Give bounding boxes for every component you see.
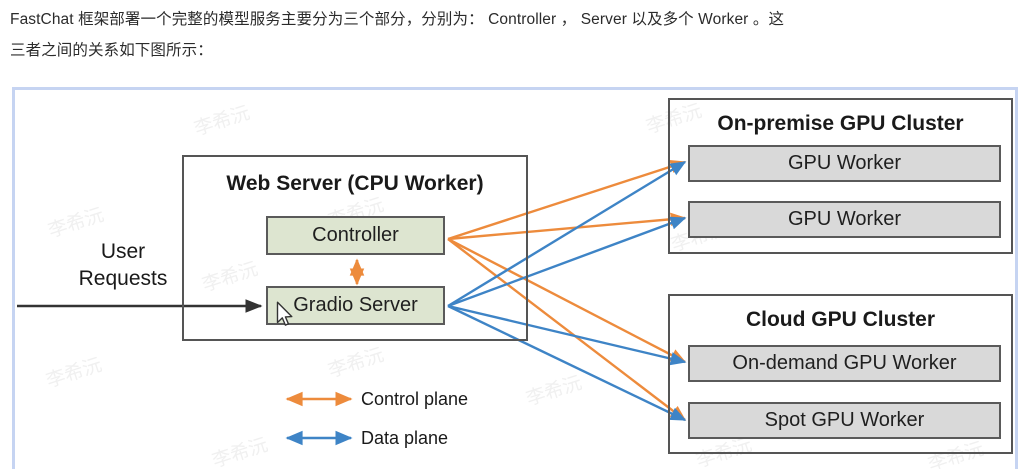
cloud-cluster-title: Cloud GPU Cluster bbox=[745, 308, 935, 331]
legend-item-data-plane: Data plane bbox=[361, 428, 448, 449]
on-premise-gpu-worker-1-label: GPU Worker bbox=[788, 152, 901, 174]
data-link-onprem-worker-1 bbox=[447, 160, 687, 308]
web-server-container[interactable]: Web Server (CPU Worker) bbox=[182, 155, 528, 341]
control-link-onprem-worker-1 bbox=[447, 160, 687, 241]
control-link-onprem-worker-2 bbox=[447, 212, 687, 241]
article-paragraph: FastChat 框架部署一个完整的模型服务主要分为三个部分，分别为： Cont… bbox=[10, 4, 1022, 66]
on-premise-gpu-worker-1[interactable]: GPU Worker bbox=[688, 145, 1001, 182]
article-line-2: 三者之间的关系如下图所示： bbox=[10, 42, 213, 59]
gradio-server-label: Gradio Server bbox=[293, 294, 418, 316]
on-premise-gpu-worker-2-label: GPU Worker bbox=[788, 208, 901, 230]
cloud-spot-gpu-worker[interactable]: Spot GPU Worker bbox=[688, 402, 1001, 439]
data-link-cloud-worker-1 bbox=[447, 304, 687, 366]
on-premise-cluster-title: On-premise GPU Cluster bbox=[717, 112, 964, 135]
on-premise-gpu-worker-2[interactable]: GPU Worker bbox=[688, 201, 1001, 238]
controller-box[interactable]: Controller bbox=[266, 216, 445, 255]
data-link-onprem-worker-2 bbox=[447, 216, 687, 308]
article-line-1: FastChat 框架部署一个完整的模型服务主要分为三个部分，分别为： Cont… bbox=[10, 11, 785, 28]
connector-layer bbox=[17, 160, 687, 446]
cloud-spot-gpu-worker-label: Spot GPU Worker bbox=[764, 409, 925, 431]
control-link-cloud-worker-2 bbox=[447, 238, 687, 421]
legend-data-plane-label: Data plane bbox=[361, 428, 449, 448]
control-link-cloud-worker-1 bbox=[447, 237, 687, 364]
controller-label: Controller bbox=[312, 224, 399, 246]
legend-item-control-plane: Control plane bbox=[361, 389, 468, 410]
data-link-cloud-worker-2 bbox=[447, 304, 687, 422]
architecture-figure: 李希沅 李希沅 李希沅 李希沅 李希沅 李希沅 李希沅 李希沅 李希沅 李希沅 … bbox=[12, 87, 1018, 469]
cloud-gpu-cluster[interactable]: Cloud GPU Cluster bbox=[668, 294, 1013, 454]
gradio-server-box[interactable]: Gradio Server bbox=[266, 286, 445, 325]
cloud-on-demand-gpu-worker[interactable]: On-demand GPU Worker bbox=[688, 345, 1001, 382]
user-requests-label: User Requests bbox=[63, 238, 183, 292]
web-server-title: Web Server (CPU Worker) bbox=[226, 172, 484, 195]
user-requests-line-2: Requests bbox=[78, 267, 168, 290]
on-premise-gpu-cluster[interactable]: On-premise GPU Cluster bbox=[668, 98, 1013, 254]
user-requests-line-1: User bbox=[100, 240, 146, 263]
legend-control-plane-label: Control plane bbox=[361, 389, 469, 409]
cloud-on-demand-gpu-worker-label: On-demand GPU Worker bbox=[732, 352, 957, 374]
